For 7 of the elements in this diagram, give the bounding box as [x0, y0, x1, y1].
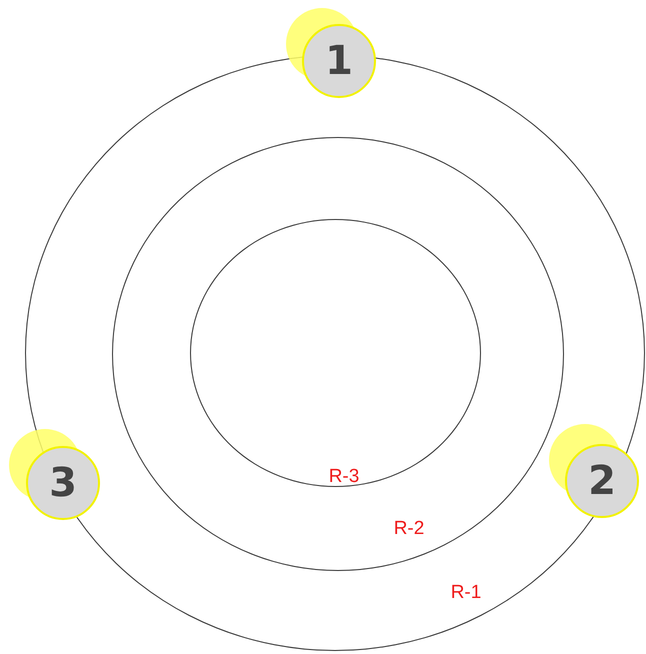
ring-label: R-1 [450, 582, 482, 604]
badge-number: 1 [325, 41, 353, 81]
badge-number: 2 [588, 461, 616, 501]
ring-label: R-2 [394, 518, 424, 540]
ring-label: R-3 [328, 466, 360, 488]
ring-ellipse [190, 219, 481, 487]
badge-number: 3 [49, 463, 77, 503]
